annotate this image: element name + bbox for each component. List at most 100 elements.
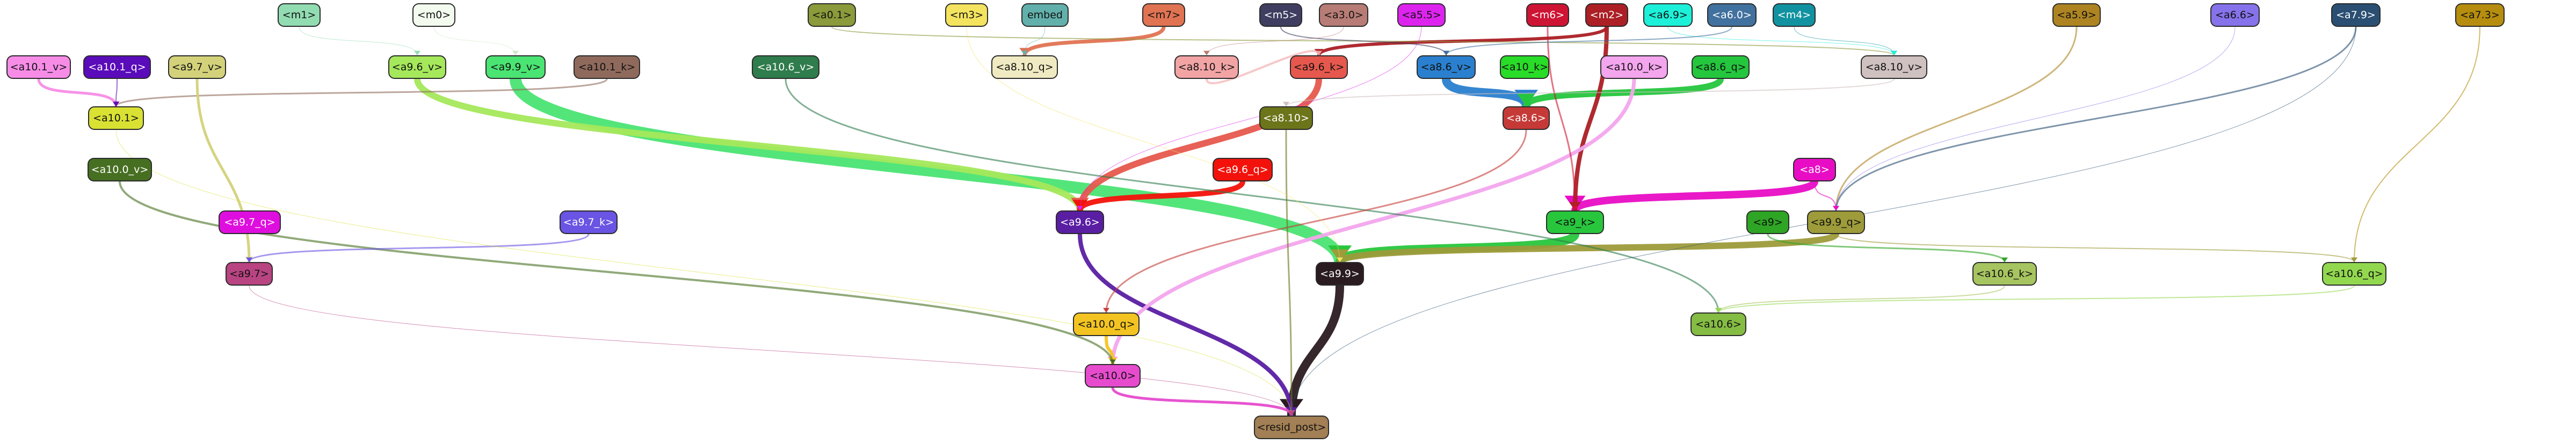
node-a5-5[interactable]: <a5.5> [1397, 3, 1446, 27]
edge-arrowhead-m3-to-a9_9 [1337, 257, 1343, 262]
edge-a8_10-to-resid_post [1285, 129, 1293, 417]
node-a8-6-q[interactable]: <a8.6_q> [1692, 55, 1750, 79]
node-a9[interactable]: <a9> [1746, 210, 1789, 234]
node-a7-3[interactable]: <a7.3> [2455, 3, 2505, 27]
node-a8[interactable]: <a8> [1793, 158, 1836, 181]
node-a9-6-k[interactable]: <a9.6_k> [1290, 55, 1348, 79]
edge-a10_1-to-resid_post [115, 129, 1292, 416]
edge-a8_6_v-to-a8_6 [1442, 75, 1530, 111]
node-a5-9[interactable]: <a5.9> [2052, 3, 2101, 27]
node-a9-9-v[interactable]: <a9.9_v> [485, 55, 546, 79]
node-a9-9[interactable]: <a9.9> [1316, 262, 1364, 286]
node-a9-6-q[interactable]: <a9.6_q> [1213, 158, 1273, 181]
node-a9-7[interactable]: <a9.7> [226, 262, 273, 286]
edge-a7_9-to-a9_9_q [1835, 26, 2357, 212]
node-a9-7-k[interactable]: <a9.7_k> [560, 210, 618, 234]
edge-a7_3-to-a10_6_q [2354, 26, 2480, 263]
edge-a9_9-to-resid_post [1287, 281, 1344, 420]
edge-arrowhead-m6-to-a9_k [1572, 206, 1578, 210]
node-a10-1-k[interactable]: <a10.1_k> [574, 55, 640, 79]
edge-arrowhead-a9_7-to-resid_post [1288, 411, 1295, 416]
edge-arrowhead-a9_7_k-to-a9_7 [246, 257, 252, 262]
edge-a9_9_q-to-a9_9 [1337, 231, 1839, 265]
node-m5[interactable]: <m5> [1259, 3, 1302, 27]
node-m3[interactable]: <m3> [945, 3, 988, 27]
edge-arrowhead-a9_9_q-to-a10_6_q [2351, 257, 2357, 262]
node-a10-1[interactable]: <a10.1> [88, 106, 144, 130]
node-a8-6-v[interactable]: <a8.6_v> [1417, 55, 1476, 79]
edge-a9-to-a10_6_k [1767, 233, 2006, 263]
edge-m7-to-a8_10_q [1022, 25, 1166, 57]
edge-a10_6_v-to-a10_6 [785, 78, 1719, 314]
edge-a10_1_v-to-a10_1 [37, 77, 118, 108]
node-a8-10-q[interactable]: <a8.10_q> [991, 55, 1058, 79]
node-a9-9-q[interactable]: <a9.9_q> [1807, 210, 1865, 234]
node-m2[interactable]: <m2> [1585, 3, 1628, 27]
node-a6-9[interactable]: <a6.9> [1643, 3, 1693, 27]
node-a0-1[interactable]: <a0.1> [808, 3, 856, 27]
edge-a6_9-to-a8_10_v [1667, 26, 1895, 56]
node-a10-1-q[interactable]: <a10.1_q> [83, 55, 151, 79]
edge-a6_6-to-a9_9_q [1835, 26, 2236, 211]
edge-a10_6_k-to-a10_6 [1718, 285, 2005, 313]
edge-arrowhead-a8_10_v-to-a8_10 [1283, 101, 1289, 106]
edge-a10_0_k-to-a10_0 [1111, 77, 1636, 366]
edge-arrowhead-embed-to-a8_10_q [1021, 50, 1028, 55]
edge-a8_10_k-to-a9_6_k [1206, 50, 1320, 84]
edge-a9_7_v-to-a9_7 [195, 77, 251, 264]
edge-a8_6-to-a10_0_q [1105, 129, 1527, 314]
edge-m3-to-a9_9 [966, 26, 1340, 263]
node-a3-0[interactable]: <a3.0> [1319, 3, 1368, 27]
edge-arrowhead-m0-to-a9_9_v [512, 50, 519, 55]
node-a10-6-k[interactable]: <a10.6_k> [1972, 262, 2037, 286]
edge-a9_6_q-to-a9_6 [1077, 179, 1245, 213]
node-a10-6-v[interactable]: <a10.6_v> [752, 55, 819, 79]
node-a9-6-v[interactable]: <a9.6_v> [388, 55, 446, 79]
node-a6-6[interactable]: <a6.6> [2210, 3, 2260, 27]
edge-m5-to-a8_6_v [1280, 26, 1447, 56]
node-m7[interactable]: <m7> [1142, 3, 1185, 27]
node-a10-1-v[interactable]: <a10.1_v> [6, 55, 71, 79]
edge-a10_0_v-to-a10_0 [119, 180, 1114, 365]
node-a10-6-q[interactable]: <a10.6_q> [2322, 262, 2386, 286]
edge-arrowhead-a10_0_v-to-a10_0 [1109, 359, 1116, 364]
node-a6-0[interactable]: <a6.0> [1707, 3, 1757, 27]
edge-m4-to-a8_10_v [1794, 26, 1895, 56]
node-m1[interactable]: <m1> [278, 3, 321, 27]
edge-a9_7_k-to-a9_7 [248, 233, 590, 263]
edge-a10_1_k-to-a10_1 [115, 78, 608, 107]
node-m4[interactable]: <m4> [1773, 3, 1816, 27]
node-m6[interactable]: <m6> [1526, 3, 1569, 27]
node-a8-10-k[interactable]: <a8.10_k> [1174, 55, 1239, 79]
node-a9-6[interactable]: <a9.6> [1056, 210, 1104, 234]
edge-a9_9_q-to-a10_6_q [1835, 234, 2355, 263]
node-a10-6[interactable]: <a10.6> [1690, 312, 1746, 336]
node-resid-post[interactable]: <resid_post> [1254, 416, 1329, 439]
node-a10-k[interactable]: <a10_k> [1500, 55, 1549, 79]
node-a9-7-q[interactable]: <a9.7_q> [219, 210, 281, 234]
edge-arrowhead-a6_0-to-a8_6_v [1443, 50, 1449, 55]
node-embed[interactable]: embed [1021, 3, 1069, 27]
node-a8-6[interactable]: <a8.6> [1503, 106, 1550, 130]
node-a9-k[interactable]: <a9_k> [1546, 210, 1604, 234]
edge-arrowhead-a8-to-a9_9_q [1833, 206, 1839, 210]
node-a10-0[interactable]: <a10.0> [1085, 364, 1141, 388]
edge-a3_0-to-a8_10_k [1206, 26, 1344, 56]
edge-a5_5-to-a9_6 [1079, 26, 1422, 211]
edge-arrowhead-a10_1_q-to-a10_1 [113, 101, 119, 106]
node-a7-9[interactable]: <a7.9> [2331, 3, 2381, 27]
node-m0[interactable]: <m0> [412, 3, 455, 27]
node-a10-0-k[interactable]: <a10.0_k> [1600, 55, 1668, 79]
node-a8-10[interactable]: <a8.10> [1259, 106, 1313, 130]
edge-a8-to-a9_k [1571, 178, 1818, 214]
node-a9-7-v[interactable]: <a9.7_v> [168, 55, 226, 79]
edge-arrowhead-a8_6-to-a10_0_q [1103, 308, 1109, 312]
edge-a10_6_q-to-a10_6 [1718, 285, 2355, 313]
node-a8-10-v[interactable]: <a8.10_v> [1861, 55, 1927, 79]
node-a10-0-q[interactable]: <a10.0_q> [1073, 312, 1140, 336]
edge-arrowhead-m1-to-a9_6_v [414, 50, 420, 55]
node-a10-0-v[interactable]: <a10.0_v> [88, 158, 152, 181]
edge-a10_1_q-to-a10_1 [115, 78, 118, 107]
